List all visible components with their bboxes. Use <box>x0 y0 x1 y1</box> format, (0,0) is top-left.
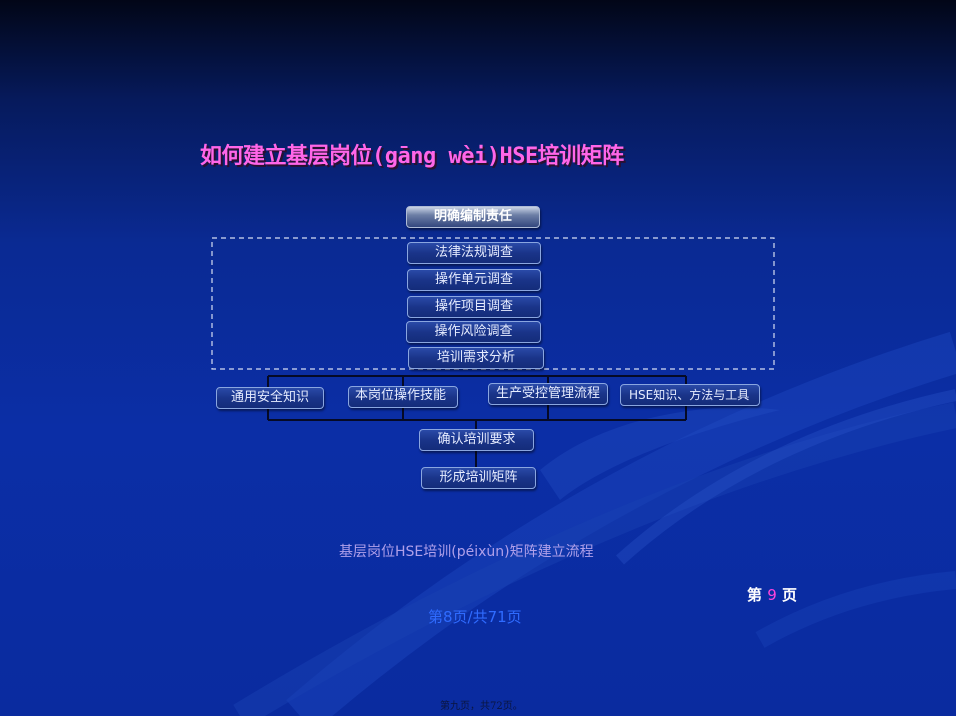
footer-page-note: 第九页，共72页。 <box>440 701 523 712</box>
category-post-operation-skills: 本岗位操作技能 <box>348 386 458 408</box>
step-label: 形成培训矩阵 <box>439 470 518 485</box>
step-label: 操作项目调查 <box>434 299 513 314</box>
page-label-prefix: 第 <box>747 586 763 604</box>
step-operation-unit-survey: 操作单元调查 <box>407 269 541 291</box>
category-label: HSE知识、方法与工具 <box>629 388 750 402</box>
category-label: 生产受控管理流程 <box>495 386 600 401</box>
category-general-safety: 通用安全知识 <box>216 387 324 409</box>
step-label: 操作单元调查 <box>434 272 513 287</box>
page-count-link[interactable]: 第8页/共71页 <box>428 608 522 626</box>
step-operation-item-survey: 操作项目调查 <box>407 296 541 318</box>
step-confirm-training-requirements: 确认培训要求 <box>419 429 534 451</box>
page-number: 9 <box>767 586 777 604</box>
page-label-suffix: 页 <box>782 586 798 604</box>
slide-title: 如何建立基层岗位(gāng wèi)HSE培训矩阵 <box>200 144 624 169</box>
step-label: 培训需求分析 <box>436 350 515 365</box>
category-label: 本岗位操作技能 <box>355 388 447 403</box>
page-number-label: 第 9 页 <box>747 584 797 605</box>
category-hse-knowledge: HSE知识、方法与工具 <box>620 384 760 406</box>
step-laws-survey: 法律法规调查 <box>407 242 541 264</box>
step-label: 确认培训要求 <box>437 432 516 447</box>
step-form-training-matrix: 形成培训矩阵 <box>421 467 536 489</box>
step-training-needs-analysis: 培训需求分析 <box>408 347 544 369</box>
flowchart-caption: 基层岗位HSE培训(péixùn)矩阵建立流程 <box>339 544 594 560</box>
step-define-responsibility: 明确编制责任 <box>406 206 540 228</box>
step-operation-risk-survey: 操作风险调查 <box>406 321 541 343</box>
step-label: 操作风险调查 <box>434 324 513 339</box>
step-label: 明确编制责任 <box>433 209 512 224</box>
category-label: 通用安全知识 <box>230 390 309 405</box>
category-production-control: 生产受控管理流程 <box>488 383 608 405</box>
step-label: 法律法规调查 <box>434 245 513 260</box>
